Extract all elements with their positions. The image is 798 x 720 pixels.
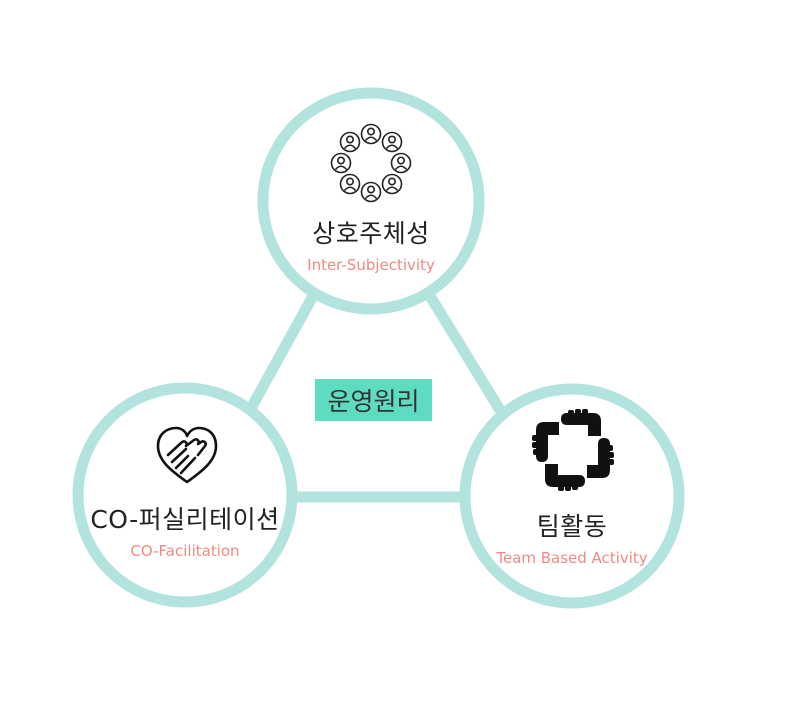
node-top: 상호주체성 Inter-Subjectivity xyxy=(271,214,471,274)
ring-right xyxy=(459,383,685,609)
people-circle-icon xyxy=(330,123,412,203)
node-left: CO-퍼실리테이션 CO-Facilitation xyxy=(75,500,295,560)
connectors xyxy=(245,293,505,503)
node-top-title: 상호주체성 xyxy=(312,219,430,248)
node-right-subtitle: Team Based Activity xyxy=(496,549,648,567)
node-right: 팀활동 Team Based Activity xyxy=(472,507,672,567)
connector-top-right xyxy=(425,293,505,413)
node-left-subtitle: CO-Facilitation xyxy=(130,542,240,560)
ring-left xyxy=(72,382,298,608)
node-top-subtitle: Inter-Subjectivity xyxy=(307,256,435,274)
team-hands-icon xyxy=(532,409,614,491)
connector-top-left xyxy=(245,293,318,413)
node-right-title: 팀활동 xyxy=(536,512,608,541)
center-label: 운영원리 xyxy=(315,379,432,421)
heart-hands-icon xyxy=(156,426,218,484)
node-left-title: CO-퍼실리테이션 xyxy=(90,505,280,534)
